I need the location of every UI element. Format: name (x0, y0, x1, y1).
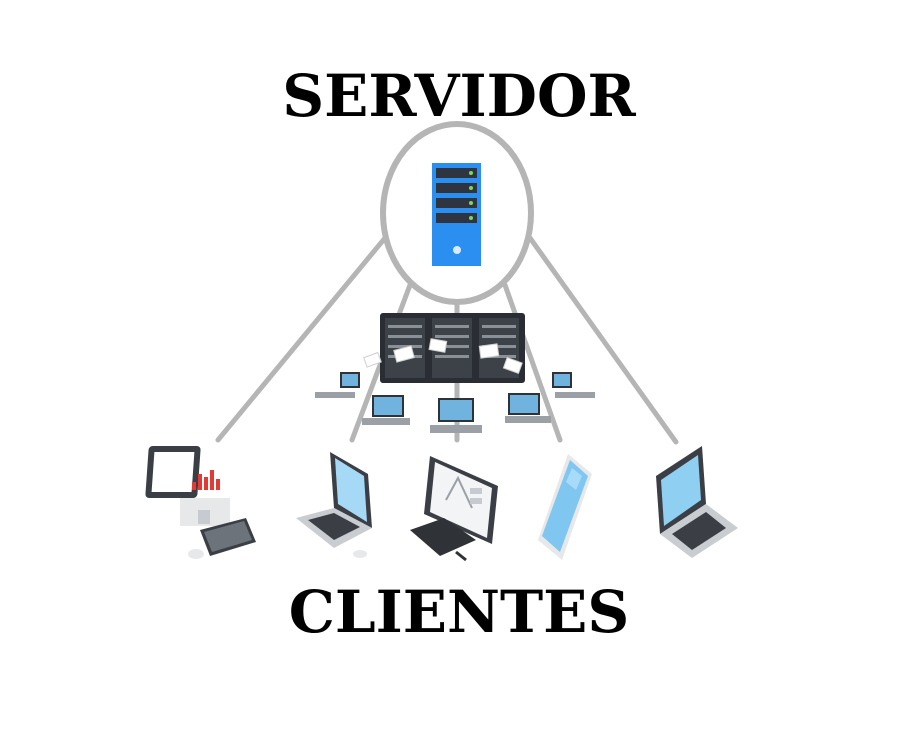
clients-title: CLIENTES (288, 578, 630, 646)
server-tower-icon (432, 163, 481, 266)
server-node (380, 121, 534, 305)
tablet-icon (538, 454, 592, 560)
server-title: SERVIDOR (282, 62, 636, 130)
connector-line (215, 235, 388, 443)
tablet-keyboard-icon (410, 456, 498, 562)
desktop-computer-icon (145, 446, 256, 559)
connector-line (502, 282, 563, 443)
laptop-icon (656, 446, 738, 558)
server-rack-network-icon (315, 313, 595, 433)
laptop-icon (296, 452, 372, 558)
connector-line (527, 235, 679, 445)
